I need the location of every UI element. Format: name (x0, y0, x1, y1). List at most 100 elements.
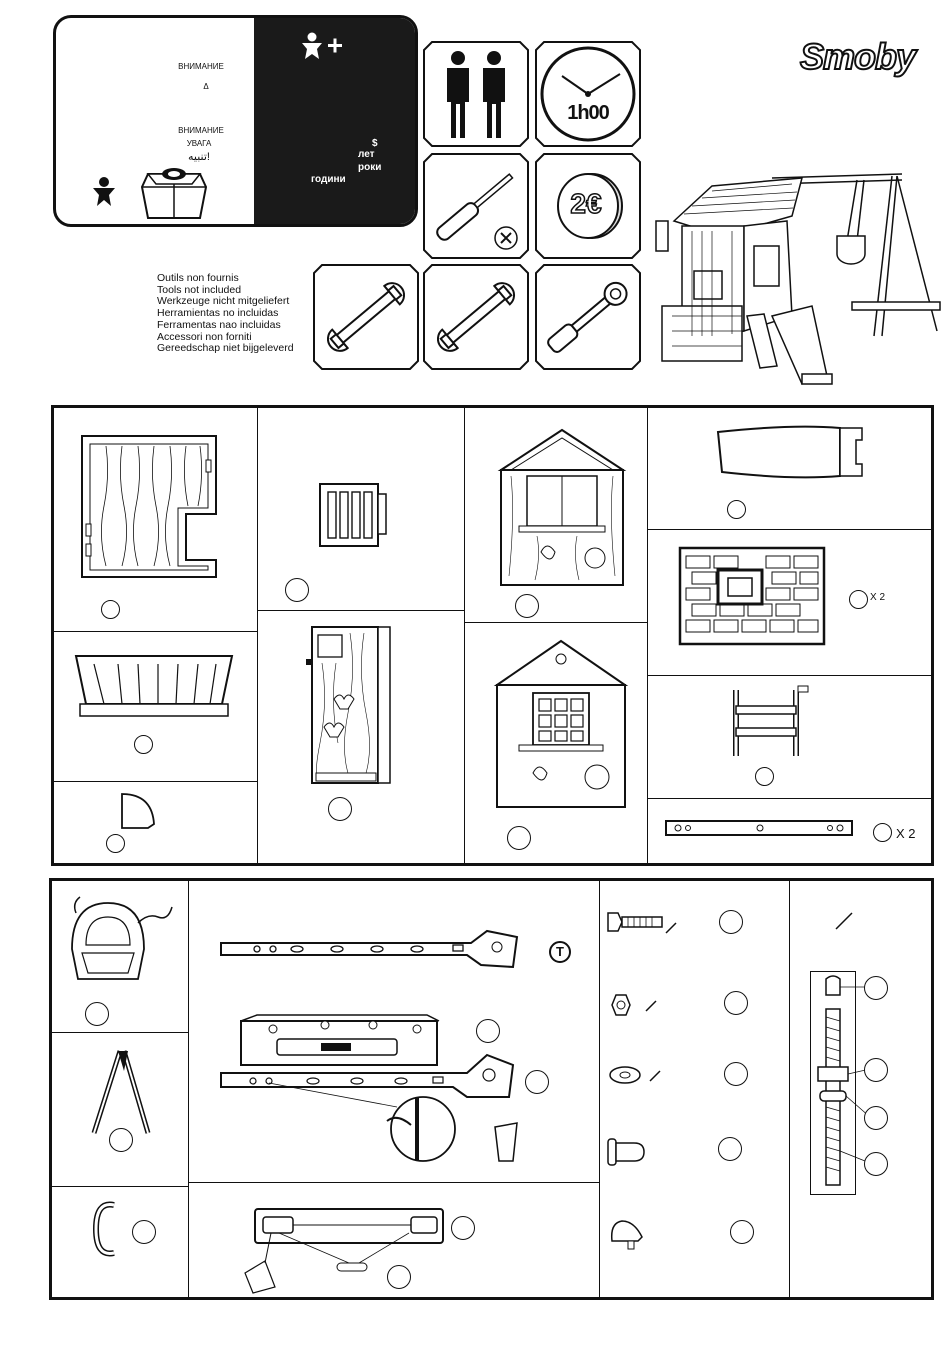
age-label-uk: роки (358, 162, 381, 173)
part-number-badge (525, 1070, 549, 1094)
part-cell-door (258, 611, 465, 863)
part-number-badge (285, 578, 309, 602)
part-number-badge (101, 600, 120, 619)
part-cell-wall-front (465, 408, 648, 623)
part-number-badge (719, 910, 743, 934)
warning-panel: ВНИМАНИЕ Δ ВНИМАНИЕ УВАГА تنبيه! $ лет р… (53, 15, 418, 227)
part-number-badge (755, 767, 774, 786)
warning-panel-dark: $ лет роки години (254, 18, 418, 224)
swing-ropes-drawing (88, 1047, 158, 1139)
warning-panel-light: ВНИМАНИЕ Δ ВНИМАНИЕ УВАГА تنبيه! (56, 18, 254, 224)
part-number-badge (106, 834, 125, 853)
part-number-badge (718, 1137, 742, 1161)
part-number-badge (864, 1106, 888, 1130)
slash-mark (664, 921, 678, 935)
part-cell-railing (54, 632, 258, 782)
wrench-icon (422, 263, 530, 371)
part-cell-corner-cap (54, 782, 258, 863)
part-cell-ladder-small (258, 408, 465, 611)
tools-line: Ferramentas nao incluidas (157, 320, 317, 332)
socket-wrench-icon (534, 263, 642, 371)
part-number-badge (476, 1019, 500, 1043)
part-cell-baby-seat (52, 881, 189, 1033)
warning-heading-uk: УВАГА (169, 139, 229, 148)
part-number-badge (730, 1220, 754, 1244)
wrench-icon (312, 263, 420, 371)
part-cell-beam-assembly: T (189, 881, 600, 1183)
part-cell-bench-frame (648, 676, 931, 799)
time-label: 1h00 (534, 102, 642, 125)
part-cell-floor-panel (54, 408, 258, 632)
beam-drawing (217, 921, 517, 973)
ladder-small-drawing (316, 480, 388, 550)
part-number-badge (85, 1002, 109, 1026)
part-cell-hardware (600, 881, 790, 1297)
floor-panel-drawing (78, 432, 218, 577)
t-marker-label: T (556, 944, 564, 959)
clip-icon (608, 1217, 648, 1251)
age-dollar: $ (372, 138, 378, 149)
roof-panel-drawing (676, 544, 828, 648)
baby-seat-drawing (68, 893, 178, 988)
bench-frame-drawing (724, 684, 814, 758)
roof-quantity: X 2 (870, 592, 885, 603)
two-adults-icon (422, 40, 530, 148)
part-number-badge (451, 1216, 475, 1240)
tools-line: Gereedschap niet bijgeleverd (157, 343, 317, 355)
coin-label: 2€ (556, 188, 616, 220)
tile-wrench-1 (312, 263, 420, 371)
warning-heading-bg: ВНИМАНИЕ (164, 126, 238, 135)
part-number-badge (849, 590, 868, 609)
washer-icon (608, 1065, 642, 1085)
age-label-ru: лет (358, 149, 375, 160)
brand-logo: Smoby (800, 36, 915, 78)
part-cell-anchor-bolt (790, 881, 931, 1297)
tile-socket-wrench (534, 263, 642, 371)
clock-icon (534, 40, 642, 148)
part-number-badge (727, 500, 746, 519)
tile-screwdriver (422, 152, 530, 260)
part-cell-roof: X 2 (648, 530, 931, 676)
slide-drawing (712, 424, 872, 480)
screwdriver-icon (422, 152, 530, 260)
part-cell-carabiner (52, 1187, 189, 1297)
carabiner-drawing (92, 1197, 124, 1261)
part-number-badge (724, 1062, 748, 1086)
cap-nut-icon (606, 1137, 646, 1167)
nut-icon (610, 993, 632, 1017)
tile-time: 1h00 (534, 40, 642, 148)
part-number-badge (387, 1265, 411, 1289)
part-cell-swing-ropes (52, 1033, 189, 1187)
part-number-badge (134, 735, 153, 754)
wall-front-drawing (497, 426, 627, 591)
door-drawing (306, 623, 396, 788)
railing-drawing (74, 652, 234, 720)
part-number-badge (724, 991, 748, 1015)
warning-triangle: Δ (196, 82, 216, 91)
part-number-badge (864, 1152, 888, 1176)
warning-heading-ru: ВНИМАНИЕ (166, 62, 236, 71)
tile-two-adults (422, 40, 530, 148)
tile-wrench-2 (422, 263, 530, 371)
anchor-bolt-drawing (810, 971, 856, 1195)
part-number-badge (515, 594, 539, 618)
slash-mark (644, 999, 658, 1013)
corner-cap-drawing (118, 790, 158, 830)
part-number-badge (873, 823, 892, 842)
child-icon (89, 176, 119, 208)
age-label-bg: години (311, 174, 346, 185)
part-number-badge (132, 1220, 156, 1244)
child-plus-icon (300, 32, 348, 62)
part-number-badge (109, 1128, 133, 1152)
part-cell-handle-bar (189, 1183, 600, 1297)
slash-mark (834, 911, 854, 931)
tools-not-included-list: Outils non fournis Tools not included We… (157, 273, 317, 355)
tile-coin: 2€ (534, 152, 642, 260)
part-cell-slide (648, 408, 931, 530)
slash-mark (648, 1069, 662, 1083)
playhouse-illustration (652, 166, 942, 396)
tools-line: Outils non fournis (157, 273, 317, 285)
part-cell-bar: X 2 (648, 799, 931, 863)
small-parts-icon (138, 162, 210, 224)
part-number-badge (864, 976, 888, 1000)
